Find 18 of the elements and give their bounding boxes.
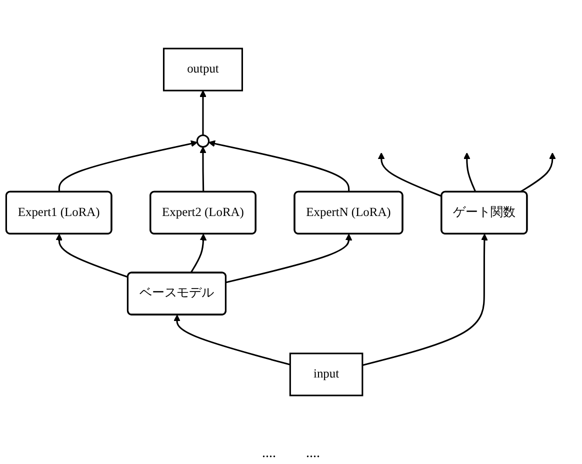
arrow bbox=[520, 152, 556, 193]
arrow bbox=[174, 314, 290, 366]
arrow bbox=[463, 152, 476, 192]
arrow bbox=[226, 234, 352, 284]
arrow bbox=[378, 152, 442, 197]
arrow bbox=[362, 234, 488, 366]
arrow bbox=[190, 234, 207, 274]
arrow bbox=[200, 90, 206, 136]
flowchart-drawing: output Expert1 (LoRA) Expert2 (LoRA) ExpertN (LoRA) ゲート関数 ベースモデル input bbox=[0, 0, 582, 444]
node-circle bbox=[196, 134, 210, 148]
arrow bbox=[208, 140, 350, 192]
arrow bbox=[56, 234, 128, 278]
arrow bbox=[58, 140, 198, 192]
ellipsis-mark: .... bbox=[262, 446, 276, 462]
node-box bbox=[289, 352, 364, 396]
ellipsis-mark: .... bbox=[306, 446, 320, 462]
node-box bbox=[162, 48, 243, 92]
arrow bbox=[200, 146, 206, 192]
